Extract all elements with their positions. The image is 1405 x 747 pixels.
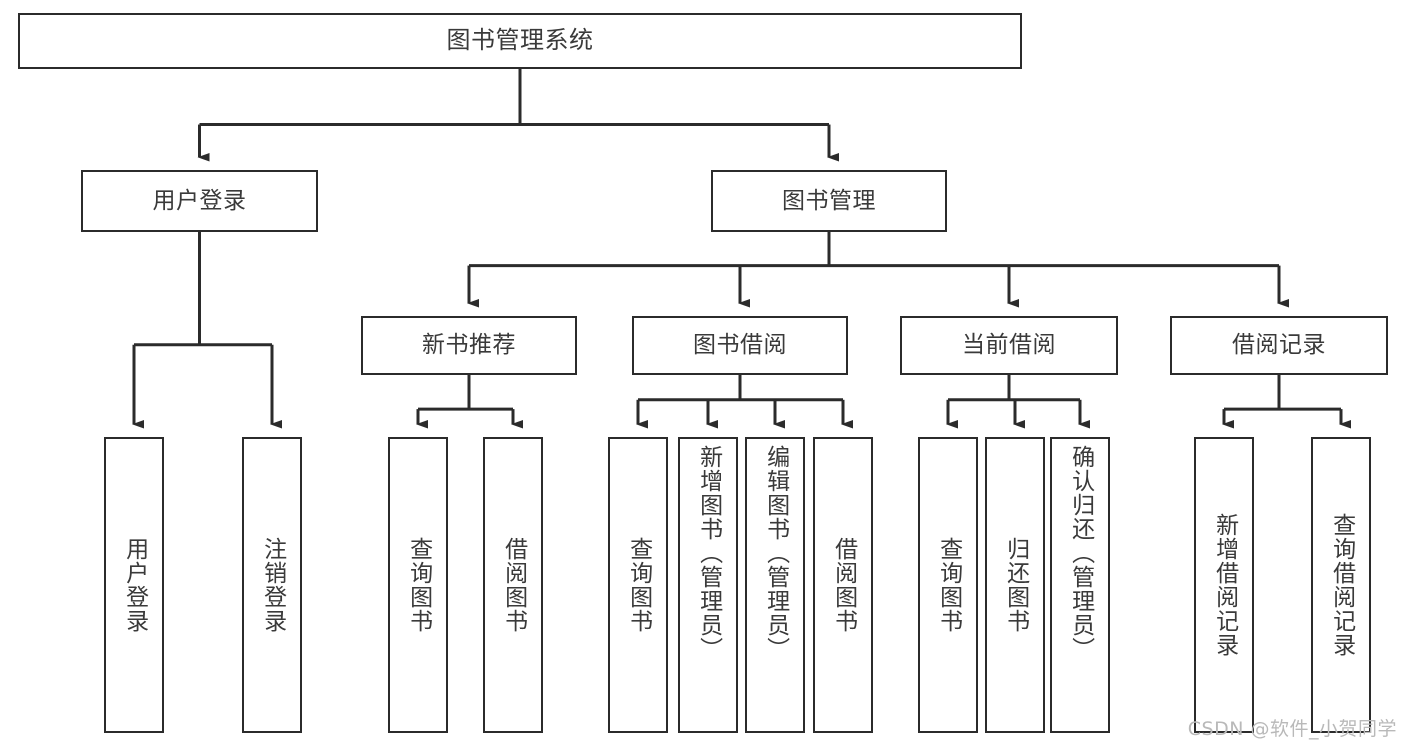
node-label: 查询图书 — [405, 537, 432, 633]
node-bookmgmt[interactable]: 图书管理 — [711, 170, 947, 232]
node-leaf-borrow-1[interactable]: 查询图书 — [608, 437, 668, 733]
node-label: 查询图书 — [935, 537, 962, 633]
node-label: 借阅图书 — [830, 537, 857, 633]
node-label: 新增借阅记录 — [1211, 513, 1238, 657]
node-borrow[interactable]: 图书借阅 — [632, 316, 848, 375]
node-leaf-borrow-4[interactable]: 借阅图书 — [813, 437, 873, 733]
watermark-text: CSDN @软件_小贺同学 — [1187, 718, 1397, 740]
node-label: 用户登录 — [152, 187, 247, 214]
node-login[interactable]: 用户登录 — [81, 170, 318, 232]
node-label: 新增图书（管理员） — [695, 445, 722, 661]
node-label: 用户登录 — [121, 537, 148, 633]
node-leaf-login-1[interactable]: 用户登录 — [104, 437, 164, 733]
node-label: 图书管理 — [782, 187, 876, 214]
node-label: 新书推荐 — [422, 332, 516, 359]
node-label: 确认归还（管理员） — [1067, 445, 1094, 661]
node-leaf-borrow-3[interactable]: 编辑图书（管理员） — [745, 437, 805, 733]
node-leaf-cur-1[interactable]: 查询图书 — [918, 437, 978, 733]
node-label: 注销登录 — [259, 537, 286, 633]
node-leaf-borrow-2[interactable]: 新增图书（管理员） — [678, 437, 738, 733]
node-label: 查询借阅记录 — [1328, 513, 1355, 657]
node-root[interactable]: 图书管理系统 — [18, 13, 1022, 69]
node-leaf-new-1[interactable]: 查询图书 — [388, 437, 448, 733]
node-label: 编辑图书（管理员） — [762, 445, 789, 661]
node-label: 图书借阅 — [693, 332, 787, 359]
node-leaf-rec-1[interactable]: 新增借阅记录 — [1194, 437, 1254, 733]
node-label: 借阅记录 — [1232, 332, 1326, 359]
node-leaf-cur-3[interactable]: 确认归还（管理员） — [1050, 437, 1110, 733]
node-label: 归还图书 — [1002, 537, 1029, 633]
node-leaf-rec-2[interactable]: 查询借阅记录 — [1311, 437, 1371, 733]
node-label: 图书管理系统 — [446, 26, 594, 55]
node-newbook[interactable]: 新书推荐 — [361, 316, 577, 375]
node-current[interactable]: 当前借阅 — [900, 316, 1118, 375]
node-label: 当前借阅 — [962, 332, 1056, 359]
node-label: 查询图书 — [625, 537, 652, 633]
node-records[interactable]: 借阅记录 — [1170, 316, 1388, 375]
node-leaf-cur-2[interactable]: 归还图书 — [985, 437, 1045, 733]
node-leaf-new-2[interactable]: 借阅图书 — [483, 437, 543, 733]
node-leaf-login-2[interactable]: 注销登录 — [242, 437, 302, 733]
node-label: 借阅图书 — [500, 537, 527, 633]
